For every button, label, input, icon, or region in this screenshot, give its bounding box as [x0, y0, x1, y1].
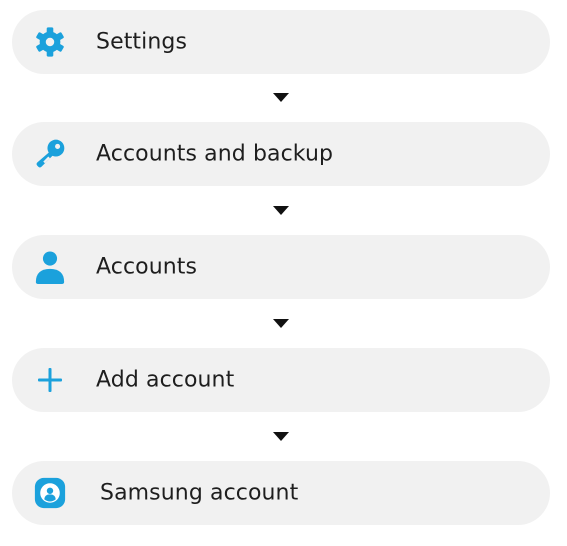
key-icon: [34, 138, 66, 170]
gear-icon: [34, 26, 66, 58]
step-accounts[interactable]: Accounts: [12, 235, 550, 299]
step-label-add-account: Add account: [96, 367, 235, 393]
step-settings[interactable]: Settings: [12, 10, 550, 74]
down-arrow-icon: [273, 206, 289, 215]
step-add-account[interactable]: Add account: [12, 348, 550, 412]
step-samsung-account[interactable]: Samsung account: [12, 461, 550, 525]
step-label-accounts-and-backup: Accounts and backup: [96, 141, 334, 167]
down-arrow-icon: [273, 432, 289, 441]
down-arrow-icon: [273, 93, 289, 102]
step-label-accounts: Accounts: [96, 254, 198, 280]
samsung-account-icon: [34, 477, 66, 509]
step-label-settings: Settings: [96, 29, 188, 55]
down-arrow-icon: [273, 319, 289, 328]
step-label-samsung-account: Samsung account: [100, 480, 299, 506]
person-icon: [34, 251, 66, 284]
step-accounts-and-backup[interactable]: Accounts and backup: [12, 122, 550, 186]
plus-icon: [34, 364, 66, 396]
